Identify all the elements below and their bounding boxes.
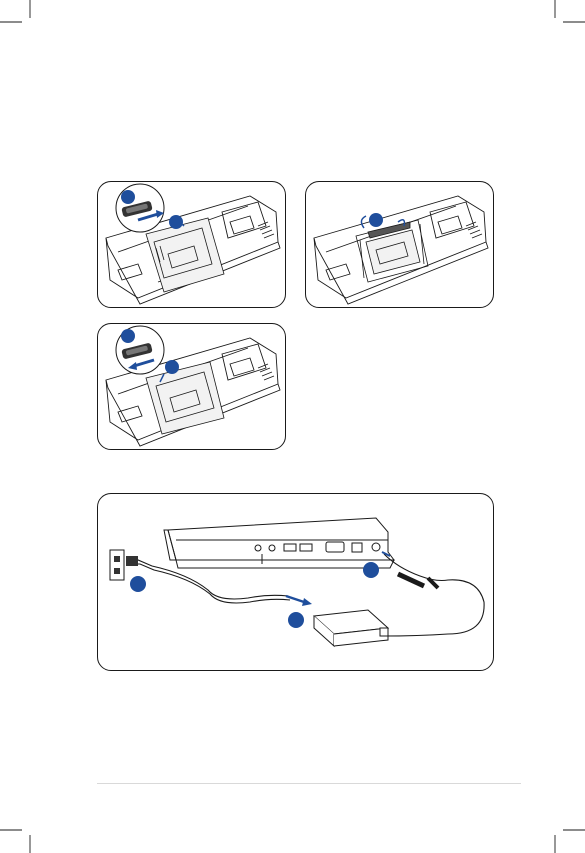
memory-module-illustration — [356, 220, 428, 282]
step-marker — [369, 213, 383, 227]
step-marker — [165, 360, 179, 374]
laptop-underside-illustration — [306, 182, 494, 308]
step-marker — [121, 329, 135, 343]
ac-adapter-illustration — [314, 610, 388, 646]
step-marker — [121, 190, 135, 204]
memory-step-insert-module — [305, 181, 494, 308]
wall-outlet-icon — [110, 550, 124, 580]
power-connection — [97, 493, 494, 671]
laptop-underside-illustration — [98, 324, 286, 450]
laptop-underside-illustration — [98, 182, 286, 308]
laptop-side-illustration — [164, 518, 394, 568]
step-marker — [363, 562, 379, 578]
step-marker — [169, 215, 183, 229]
step-marker — [130, 576, 146, 592]
power-connection-illustration — [98, 494, 494, 671]
dc-plug-illustration — [398, 574, 438, 588]
memory-step-replace-cover — [97, 323, 286, 450]
power-cord-illustration — [128, 554, 484, 636]
step-marker — [288, 612, 304, 628]
memory-step-remove-cover — [97, 181, 286, 308]
memory-module-illustration — [146, 218, 224, 292]
memory-module-illustration — [146, 362, 224, 434]
footer-rule — [97, 783, 521, 784]
